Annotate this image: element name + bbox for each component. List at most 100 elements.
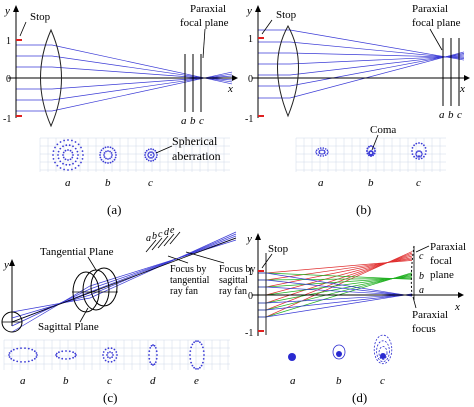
- panel-a-spot-b-dot: [109, 157, 111, 160]
- panel-c-plane-d-label: d: [164, 227, 170, 238]
- panel-b-spot-a-dot: [322, 153, 324, 155]
- panel-c-spot-a-dot: [33, 357, 36, 360]
- panel-a-spot-b-dot: [104, 146, 107, 149]
- panel-c: y Tangential Plane Sagittal Plane a b c …: [1, 225, 255, 405]
- panel-c-spot-a-dot: [20, 347, 22, 349]
- panel-c-spot-e-dot: [189, 350, 192, 352]
- panel-c-rays: [11, 231, 237, 333]
- panel-a-spot-b-dot: [103, 152, 106, 154]
- panel-d-focal-plane-pointer: [415, 245, 430, 253]
- panel-b-spot-a-dot: [320, 149, 322, 151]
- panel-b-spot-a-dot: [323, 152, 326, 154]
- panel-d-spot-a-dot: [288, 353, 296, 361]
- panel-d-focal-plane-line1: Paraxial: [430, 241, 466, 253]
- panel-a-spot-c-dot: [144, 151, 147, 154]
- panel-b-spot-a-dot: [322, 147, 325, 149]
- panel-c-spot-c-dot: [104, 348, 107, 351]
- panel-b-spot-b-dot: [366, 150, 368, 152]
- panel-a-spot-a-dot: [76, 150, 79, 153]
- panel-c-spot-c-dot: [106, 354, 108, 356]
- panel-a-spot-a-dot: [69, 158, 72, 161]
- panel-a-spot-a-dot: [54, 161, 56, 164]
- panel-a-spot-a-dot: [69, 149, 72, 152]
- panel-c-spot-e-dot: [200, 364, 203, 367]
- panel-d-tick-m1: -1: [245, 328, 253, 339]
- panel-c-spot-e-dot: [202, 361, 204, 364]
- panel-c-focus-tangential-1: Focus by: [170, 264, 206, 275]
- panel-c-spot-d-dot: [150, 363, 153, 366]
- panel-a-spot-a-dot: [56, 143, 59, 146]
- panel-b-spot-a-dot: [319, 155, 322, 157]
- panel-b-spot-a-dot: [326, 149, 329, 152]
- panel-b-spot-c-label: c: [416, 177, 421, 189]
- panel-b-spot-c-dot: [425, 150, 427, 152]
- panel-a-ray: [16, 55, 233, 83]
- panel-a-aberration-line2: aberration: [172, 149, 221, 163]
- panel-c-spot-b-dot: [55, 352, 58, 355]
- panel-a-spot-b-dot: [111, 154, 113, 156]
- panel-c-spot-a-dot: [35, 356, 38, 358]
- panel-c-spot-a-dot: [35, 352, 38, 354]
- panel-a-spot-c-dot: [153, 154, 155, 156]
- panel-c-spot-a-dot: [12, 359, 15, 362]
- panel-a-spot-a-dot: [62, 145, 64, 148]
- panel-d-x-arrow-icon: [458, 292, 464, 298]
- panel-a-ray: [16, 71, 233, 112]
- panel-c-spot-b-dot: [61, 357, 64, 360]
- panel-a-spot-a-dot: [72, 154, 74, 156]
- panel-c-spot-e-dot: [202, 346, 204, 349]
- panel-b-tick-m1: -1: [245, 114, 253, 125]
- panel-c-spot-d-dot: [148, 350, 151, 353]
- panel-c-spot-d-dot: [149, 347, 152, 349]
- panel-d-paraxial-focus-line2: focus: [412, 323, 436, 335]
- panel-b-spot-c-dot: [423, 144, 425, 147]
- panel-a-plane-b-label: b: [190, 115, 196, 127]
- panel-b-spot-b-dot: [374, 150, 376, 152]
- panel-a-spot-b-dot: [113, 149, 116, 152]
- panel-c-plane-c-label: c: [158, 229, 163, 240]
- panel-b-spot-a-dot: [327, 151, 329, 153]
- panel-d-y-label: y: [246, 233, 252, 245]
- panel-c-spot-e-dot: [202, 350, 205, 352]
- panel-a-spot-a-dot: [62, 156, 65, 159]
- panel-c-spot-e-dot: [202, 358, 205, 360]
- panel-a-x-label: x: [227, 83, 233, 95]
- panel-b-spot-a-dot: [318, 150, 321, 152]
- panel-a-x-arrow-icon: [232, 75, 238, 81]
- panel-a-spot-a-dot: [67, 139, 69, 141]
- panel-c-y-arrow-icon: [9, 259, 15, 266]
- panel-a-spot-a-dot: [65, 163, 68, 166]
- panel-b-tick-0: 0: [248, 74, 253, 85]
- panel-a-plane-c-label: c: [199, 115, 204, 127]
- panel-c-focus-sagittal-3: ray fan: [219, 286, 247, 297]
- panel-a-spot-c-dot: [147, 152, 150, 155]
- panel-c-focus-sagittal-pointer: [185, 251, 225, 264]
- panel-c-spot-c-dot: [107, 347, 110, 350]
- panel-a-spot-c-dot: [152, 159, 155, 162]
- panel-c-spot-b-dot: [55, 355, 58, 358]
- panel-b-spot-c-dot: [424, 153, 427, 156]
- panel-b-spot-a-dot: [315, 151, 317, 153]
- panel-d-stop-label: Stop: [268, 243, 289, 255]
- panel-a-stop-label: Stop: [30, 11, 51, 23]
- panel-b-spot-c-dot: [417, 150, 419, 153]
- panel-c-spot-d-dot: [148, 354, 150, 356]
- panel-d-spot-c-ring: [378, 346, 388, 360]
- panel-a-spot-b-dot: [102, 147, 105, 150]
- panel-a-spot-a-label: a: [65, 177, 71, 189]
- panel-a-spot-b-dot: [107, 150, 109, 152]
- panel-d-rays: [258, 251, 413, 318]
- panel-d-spot-b-label: b: [336, 375, 342, 387]
- panel-a-spot-c-dot: [150, 154, 152, 156]
- panel-c-spot-d-dot: [150, 344, 153, 347]
- panel-b-spot-c-dot: [411, 150, 413, 152]
- panel-a-spot-b-dot: [105, 157, 107, 160]
- panel-b-coma-pointer: [371, 134, 379, 151]
- panel-b-spot-b-dot: [370, 145, 372, 147]
- panel-b-spot-c-dot: [420, 154, 423, 157]
- panel-c-spot-b-label: b: [63, 375, 69, 387]
- panel-a-spot-a-dot: [72, 162, 74, 165]
- panel-c-spot-b-dot: [55, 354, 57, 356]
- panel-c-sagittal-plane-label: Sagittal Plane: [38, 321, 99, 333]
